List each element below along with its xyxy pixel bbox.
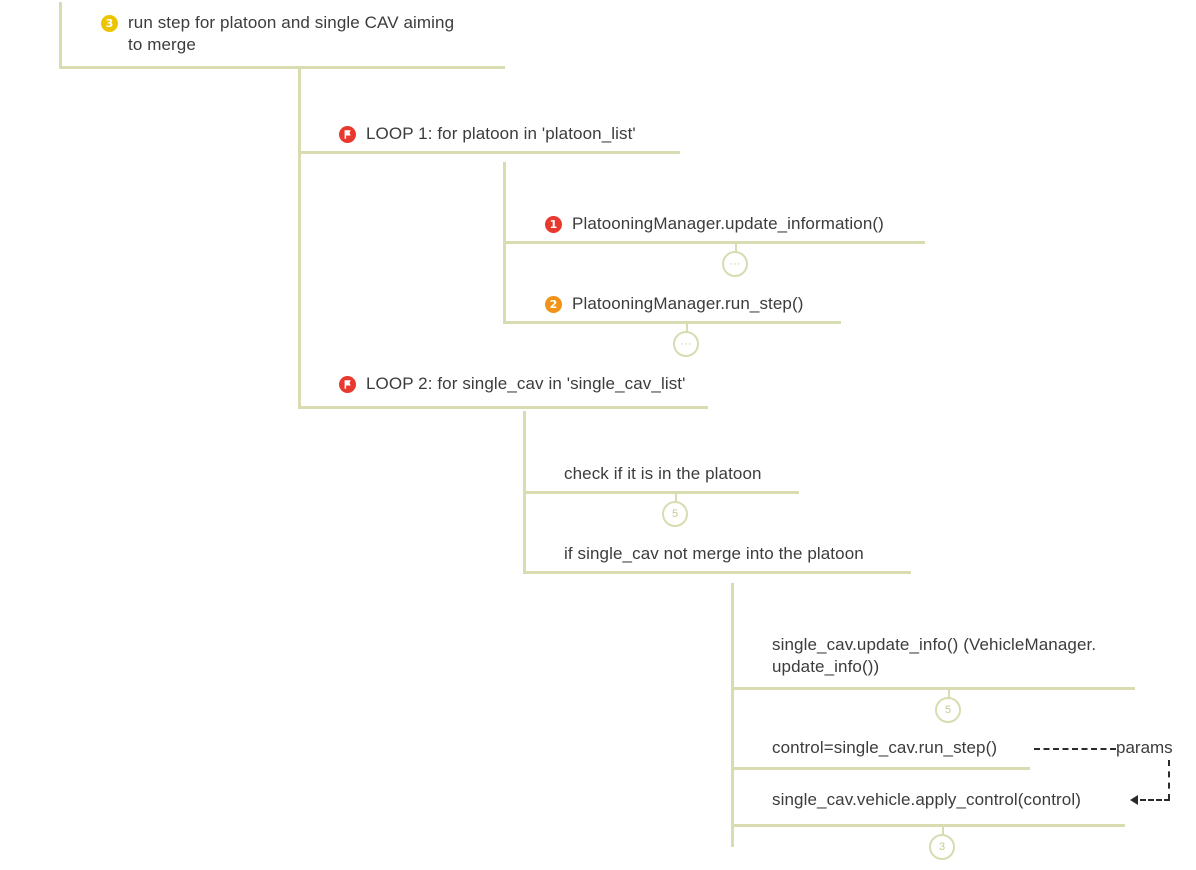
- step-loop2-label: LOOP 2: for single_cav in 'single_cav_li…: [366, 374, 686, 393]
- rail-update-info-bottom: [731, 687, 1135, 690]
- rail-check-in-platoon-bottom: [523, 491, 799, 494]
- step-loop1-label: LOOP 1: for platoon in 'platoon_list': [366, 124, 636, 143]
- params-dash-bottom: [1140, 799, 1170, 801]
- connector-bubble-label: 3: [929, 834, 955, 860]
- step-control-run-step: control=single_cav.run_step(): [772, 737, 997, 759]
- step-check-in-platoon-label: check if it is in the platoon: [564, 464, 762, 483]
- rail-apply-control-vertical: [731, 767, 734, 847]
- badge-3-root: 3: [101, 15, 118, 32]
- rail-check-in-platoon-vertical: [523, 411, 526, 491]
- params-arrowhead: [1130, 795, 1138, 805]
- connector-stem: [686, 321, 688, 333]
- connector-dots-1: ···: [718, 241, 754, 287]
- rail-loop1-body-vertical: [298, 151, 301, 406]
- rail-update-info-vertical: [731, 583, 734, 687]
- step-check-in-platoon: check if it is in the platoon: [564, 463, 762, 485]
- step-update-information-label: PlatooningManager.update_information(): [572, 214, 884, 233]
- params-dash-vertical: [1168, 760, 1170, 800]
- step-platoon-run-step-label: PlatooningManager.run_step(): [572, 294, 804, 313]
- step-apply-control-label: single_cav.vehicle.apply_control(control…: [772, 790, 1081, 809]
- rail-platoon-run-step-bottom: [503, 321, 841, 324]
- connector-5-a: 5: [658, 491, 694, 537]
- connector-bubble-label: 5: [935, 697, 961, 723]
- connector-stem: [942, 824, 944, 836]
- rail-if-not-merge-bottom: [523, 571, 911, 574]
- connector-bubble-label: 5: [662, 501, 688, 527]
- step-root-label: run step for platoon and single CAV aimi…: [128, 13, 455, 54]
- step-update-info-label: single_cav.update_info() (VehicleManager…: [772, 635, 1097, 676]
- rail-root-bottom: [59, 66, 505, 69]
- badge-2-platoon-run-step: 2: [545, 296, 562, 313]
- connector-stem: [948, 687, 950, 699]
- rail-platoon-run-step-vertical: [503, 241, 506, 321]
- rail-update-information-bottom: [503, 241, 925, 244]
- rail-apply-control-bottom: [731, 824, 1125, 827]
- rail-if-not-merge-vertical: [523, 491, 526, 571]
- step-apply-control: single_cav.vehicle.apply_control(control…: [772, 789, 1081, 811]
- connector-5-b: 5: [931, 687, 967, 733]
- step-loop1: LOOP 1: for platoon in 'platoon_list': [339, 123, 636, 145]
- rail-loop1-body-bottom: [298, 406, 708, 409]
- params-dash-top: [1034, 748, 1116, 750]
- badge-1-update-information: 1: [545, 216, 562, 233]
- connector-bubble-label: ···: [673, 331, 699, 357]
- step-platoon-run-step: 2 PlatooningManager.run_step(): [545, 293, 804, 315]
- step-if-not-merge-label: if single_cav not merge into the platoon: [564, 544, 864, 563]
- connector-stem: [675, 491, 677, 503]
- connector-3-bottom: 3: [925, 824, 961, 870]
- rail-root-vertical: [59, 2, 62, 68]
- connector-bubble-label: ···: [722, 251, 748, 277]
- rail-control-run-step-vertical: [731, 687, 734, 767]
- params-label: params: [1116, 738, 1173, 757]
- connector-dots-2: ···: [669, 321, 705, 367]
- rail-control-run-step-bottom: [731, 767, 1030, 770]
- step-update-info: single_cav.update_info() (VehicleManager…: [772, 634, 1142, 678]
- connector-stem: [735, 241, 737, 253]
- rail-loop1-bottom: [298, 151, 680, 154]
- step-loop2: LOOP 2: for single_cav in 'single_cav_li…: [339, 373, 685, 395]
- rail-loop1-vertical: [298, 66, 301, 151]
- step-if-not-merge: if single_cav not merge into the platoon: [564, 543, 864, 565]
- step-update-information: 1 PlatooningManager.update_information(): [545, 213, 884, 235]
- loop-flag-icon: [339, 376, 356, 393]
- rail-update-information-vertical: [503, 162, 506, 241]
- step-root: 3 run step for platoon and single CAV ai…: [101, 12, 498, 56]
- step-control-run-step-label: control=single_cav.run_step(): [772, 738, 998, 757]
- loop-flag-icon: [339, 126, 356, 143]
